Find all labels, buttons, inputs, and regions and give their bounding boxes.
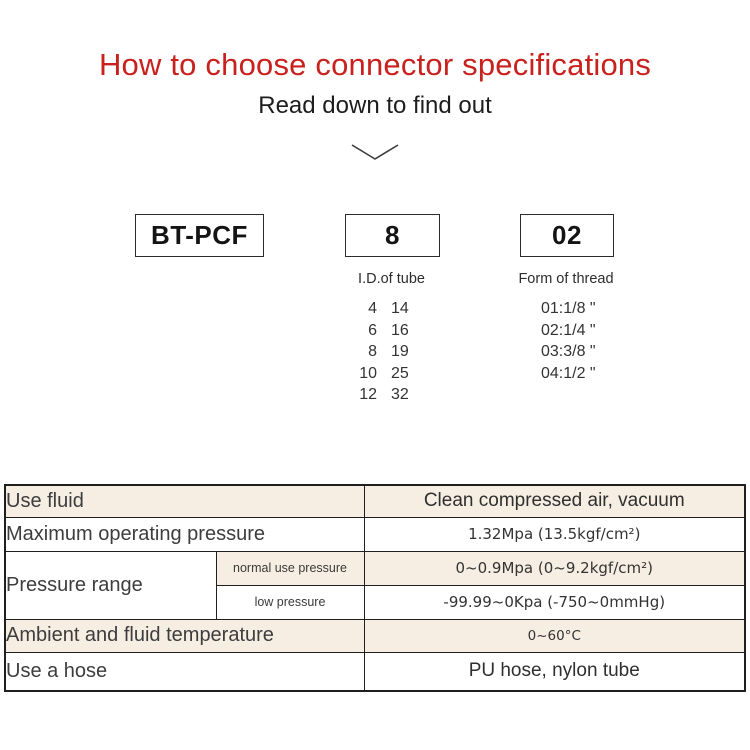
spec-label-pressure-range: Pressure range xyxy=(4,550,217,620)
thread-option-list: 01:1/8 " 02:1/4 " 03:3/8 " 04:1/2 " xyxy=(541,298,596,384)
spec-table: Use fluid Clean compressed air, vacuum M… xyxy=(4,484,746,692)
tube-size-list: 4 14 6 16 8 19 10 25 12 32 xyxy=(351,298,409,406)
page-title: How to choose connector specifications xyxy=(98,47,652,82)
tube-od-value: 32 xyxy=(391,386,409,403)
thread-option: 01:1/8 " xyxy=(541,300,596,317)
tube-od-value: 25 xyxy=(391,364,409,382)
tube-size-row: 4 14 xyxy=(351,298,409,320)
spec-value-max-pressure: 1.32Mpa (13.5kgf/cm²) xyxy=(363,516,746,552)
spec-sublabel-normal-pressure: normal use pressure xyxy=(215,550,365,586)
spec-label-temperature: Ambient and fluid temperature xyxy=(4,618,365,653)
thread-option: 02:1/4 " xyxy=(541,321,596,339)
tube-id-value: 6 xyxy=(368,321,377,339)
tube-size-row: 8 19 xyxy=(351,341,409,363)
page-subtitle: Read down to find out xyxy=(258,92,492,119)
tube-od-value: 14 xyxy=(391,300,409,317)
tube-od-value: 16 xyxy=(391,321,409,339)
model-series-box: BT-PCF xyxy=(135,214,264,257)
spec-value-normal-pressure: 0~0.9Mpa (0~9.2kgf/cm²) xyxy=(363,550,746,586)
tube-id-value: 10 xyxy=(359,364,377,382)
spec-label-max-pressure: Maximum operating pressure xyxy=(4,516,365,552)
thread-option: 04:1/2 " xyxy=(541,364,596,382)
tube-size-row: 10 25 xyxy=(351,363,409,385)
spec-value-temperature: 0~60°C xyxy=(363,618,746,653)
tube-id-value: 8 xyxy=(368,343,377,360)
spec-row-low-pressure: low pressure -99.99~0Kpa (-750~0mmHg) xyxy=(5,584,746,620)
thread-option: 03:3/8 " xyxy=(541,343,596,360)
tube-size-row: 12 32 xyxy=(351,384,409,406)
tube-id-value: 12 xyxy=(359,386,377,403)
spec-label-use-fluid: Use fluid xyxy=(4,484,365,518)
spec-row-hose: Use a hose PU hose, nylon tube xyxy=(4,651,746,692)
spec-label-hose: Use a hose xyxy=(4,651,365,692)
tube-id-value: 4 xyxy=(368,300,377,317)
spec-value-hose: PU hose, nylon tube xyxy=(363,651,746,692)
thread-code-box: 02 xyxy=(520,214,614,257)
tube-size-caption: I.D.of tube xyxy=(358,271,425,287)
chevron-down-icon xyxy=(351,144,399,160)
spec-sublabel-low-pressure: low pressure xyxy=(215,584,365,620)
tube-size-box: 8 xyxy=(345,214,440,257)
spec-value-use-fluid: Clean compressed air, vacuum xyxy=(363,484,746,518)
thread-caption: Form of thread xyxy=(518,271,614,287)
spec-row-normal-pressure: Pressure range normal use pressure 0~0.9… xyxy=(4,550,746,620)
tube-od-value: 19 xyxy=(391,343,409,360)
spec-value-low-pressure: -99.99~0Kpa (-750~0mmHg) xyxy=(363,584,746,620)
spec-row-max-pressure: Maximum operating pressure 1.32Mpa (13.5… xyxy=(4,516,746,552)
spec-row-temperature: Ambient and fluid temperature 0~60°C xyxy=(4,618,746,653)
tube-size-row: 6 16 xyxy=(351,320,409,342)
spec-row-use-fluid: Use fluid Clean compressed air, vacuum xyxy=(4,484,746,518)
